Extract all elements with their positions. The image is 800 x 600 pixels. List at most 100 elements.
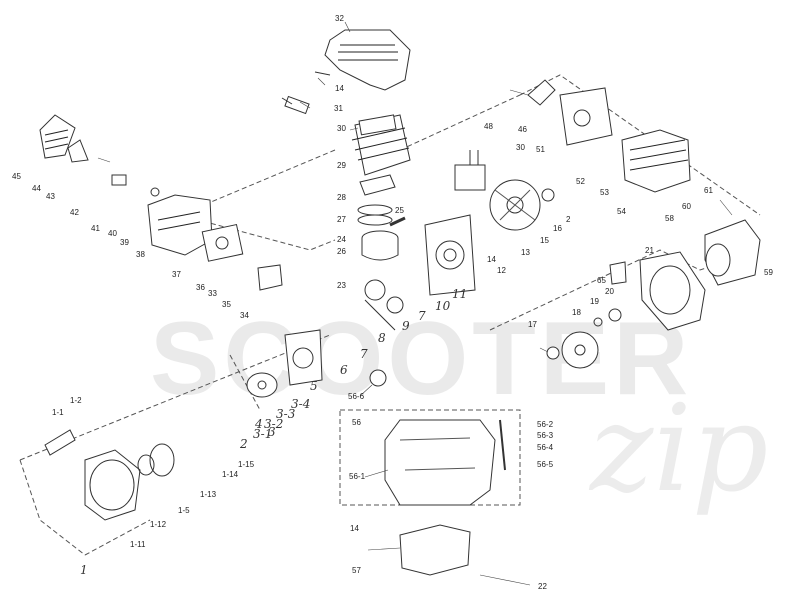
label-1-5: 1-5 — [178, 506, 190, 515]
bushing-part — [111, 174, 127, 186]
label-1-13: 1-13 — [200, 490, 217, 499]
label-45: 45 — [12, 172, 21, 181]
label-9: 9 — [402, 319, 410, 333]
air-filter-part — [559, 87, 613, 146]
cylinder-part — [351, 114, 411, 176]
label-44: 44 — [32, 184, 41, 193]
ignition-coil-part — [454, 150, 486, 191]
label-6: 6 — [340, 363, 348, 377]
label-21: 21 — [645, 246, 654, 255]
label-11: 11 — [452, 287, 468, 301]
label-14c: 14 — [350, 524, 359, 533]
clutch-plate-part — [246, 372, 278, 398]
crankcase-part — [424, 214, 476, 296]
label-38: 38 — [136, 250, 145, 259]
crankshaft-part — [364, 279, 404, 331]
label-27: 27 — [337, 215, 346, 224]
label-59: 59 — [764, 268, 773, 277]
gear-housing-part — [704, 219, 761, 286]
label-7b: 7 — [360, 347, 368, 361]
leader-lines — [97, 21, 733, 586]
label-40: 40 — [108, 229, 117, 238]
label-15: 15 — [540, 236, 549, 245]
label-12: 12 — [497, 266, 506, 275]
top-cover-part — [314, 29, 411, 91]
label-1-12: 1-12 — [150, 520, 167, 529]
clutch-part — [561, 331, 599, 369]
label-46: 46 — [518, 125, 527, 134]
washer-17-part — [546, 346, 560, 360]
piston-ring-1 — [357, 204, 393, 216]
starter-housing-part — [284, 329, 323, 386]
label-43: 43 — [46, 192, 55, 201]
watermark-script: zip — [590, 380, 769, 519]
label-56-5: 56-5 — [537, 460, 554, 469]
filter-cover-part — [39, 114, 76, 159]
grommet-part — [369, 369, 387, 387]
label-30b: 30 — [516, 143, 525, 152]
gasket-part — [359, 174, 396, 196]
label-56: 56 — [352, 418, 361, 427]
label-19: 19 — [590, 297, 599, 306]
label-1-11: 1-11 — [130, 540, 146, 549]
label-10: 10 — [435, 299, 451, 313]
label-3-4: 3-4 — [291, 397, 311, 411]
label-36: 36 — [196, 283, 205, 292]
piston-part — [361, 230, 399, 261]
part-65 — [609, 261, 627, 285]
label-41: 41 — [91, 224, 100, 233]
label-14b: 14 — [487, 255, 496, 264]
label-2b: 2 — [240, 437, 248, 451]
flywheel-part — [489, 179, 541, 231]
label-13: 13 — [521, 248, 530, 257]
label-58: 58 — [665, 214, 674, 223]
label-33: 33 — [208, 289, 217, 298]
label-24: 24 — [337, 235, 346, 244]
nut-part — [150, 187, 160, 197]
label-5: 5 — [310, 379, 318, 393]
label-34: 34 — [240, 311, 249, 320]
label-39: 39 — [120, 238, 129, 247]
pulley-part — [149, 443, 175, 477]
label-56-4: 56-4 — [537, 443, 554, 452]
label-1-14: 1-14 — [222, 470, 239, 479]
label-51: 51 — [536, 145, 545, 154]
label-28: 28 — [337, 193, 346, 202]
label-3-1: 3-1 — [253, 427, 273, 441]
label-8: 8 — [378, 331, 386, 345]
label-4: 4 — [255, 417, 263, 431]
washer-part — [541, 188, 555, 202]
bearing-part — [593, 317, 603, 327]
watermark-text: SCOOTER — [150, 301, 693, 417]
label-61: 61 — [704, 186, 713, 195]
spark-plug-part — [281, 95, 310, 115]
label-42: 42 — [70, 208, 79, 217]
insulator-part — [257, 264, 283, 291]
bracket-part — [399, 524, 471, 576]
label-1-2: 1-2 — [70, 396, 82, 405]
recoil-starter-part — [44, 429, 141, 521]
clutch-cover-part — [639, 251, 706, 331]
label-32: 32 — [335, 14, 344, 23]
housing-part — [147, 194, 213, 256]
label-29: 29 — [337, 161, 346, 170]
label-57: 57 — [352, 566, 361, 575]
label-3-2: 3-2 — [264, 417, 284, 431]
carburetor-part — [201, 223, 244, 262]
label-52: 52 — [576, 177, 585, 186]
label-56-1: 56-1 — [349, 472, 366, 481]
fuel-tank-part — [384, 419, 496, 506]
label-3: 3 — [268, 425, 276, 439]
label-23: 23 — [337, 281, 346, 290]
label-48: 48 — [484, 122, 493, 131]
label-1-15: 1-15 — [238, 460, 255, 469]
label-26: 26 — [337, 247, 346, 256]
label-54: 54 — [617, 207, 626, 216]
label-22: 22 — [538, 582, 547, 591]
filter-element-part — [67, 139, 89, 163]
muffler-part — [621, 129, 691, 193]
label-18: 18 — [572, 308, 581, 317]
label-53: 53 — [600, 188, 609, 197]
label-16: 16 — [553, 224, 562, 233]
